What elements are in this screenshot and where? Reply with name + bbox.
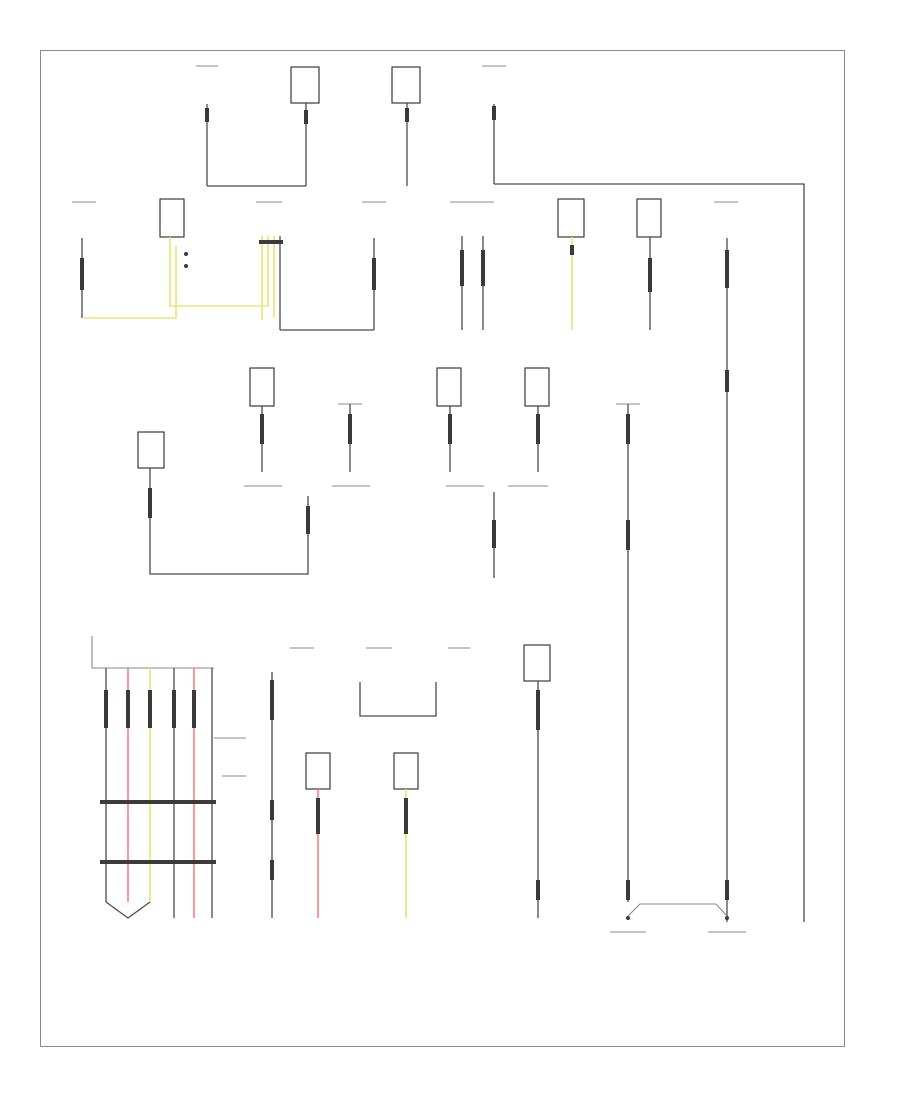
wire-right-bus xyxy=(494,183,805,922)
component-row2-h xyxy=(714,201,738,922)
component-row3-d xyxy=(524,367,550,472)
component-top-4 xyxy=(482,65,506,184)
component-row2-d xyxy=(362,201,386,330)
component-low-a xyxy=(305,752,331,918)
harness-left xyxy=(91,636,216,919)
component-top-1 xyxy=(196,65,218,186)
component-row2-e xyxy=(450,201,494,330)
component-left-box xyxy=(137,431,310,575)
component-low-b xyxy=(393,752,419,918)
component-row2-b xyxy=(84,198,269,319)
component-row2-g xyxy=(636,198,662,330)
component-top-2 xyxy=(290,66,320,186)
component-row2-c xyxy=(256,201,374,331)
component-row3-a xyxy=(249,367,275,472)
component-row3-e xyxy=(616,403,640,902)
component-bottom-small xyxy=(214,737,246,777)
component-top-3 xyxy=(391,66,421,186)
component-bottom-mid-2 xyxy=(359,647,437,717)
ground-bottom-right xyxy=(610,880,746,933)
component-row2-f xyxy=(557,198,585,330)
component-bottom-mid-4 xyxy=(523,644,551,918)
component-row3-b xyxy=(338,403,362,472)
component-row3-c xyxy=(436,367,462,472)
diagram-frame xyxy=(40,50,845,1047)
component-row2-a xyxy=(72,201,96,318)
